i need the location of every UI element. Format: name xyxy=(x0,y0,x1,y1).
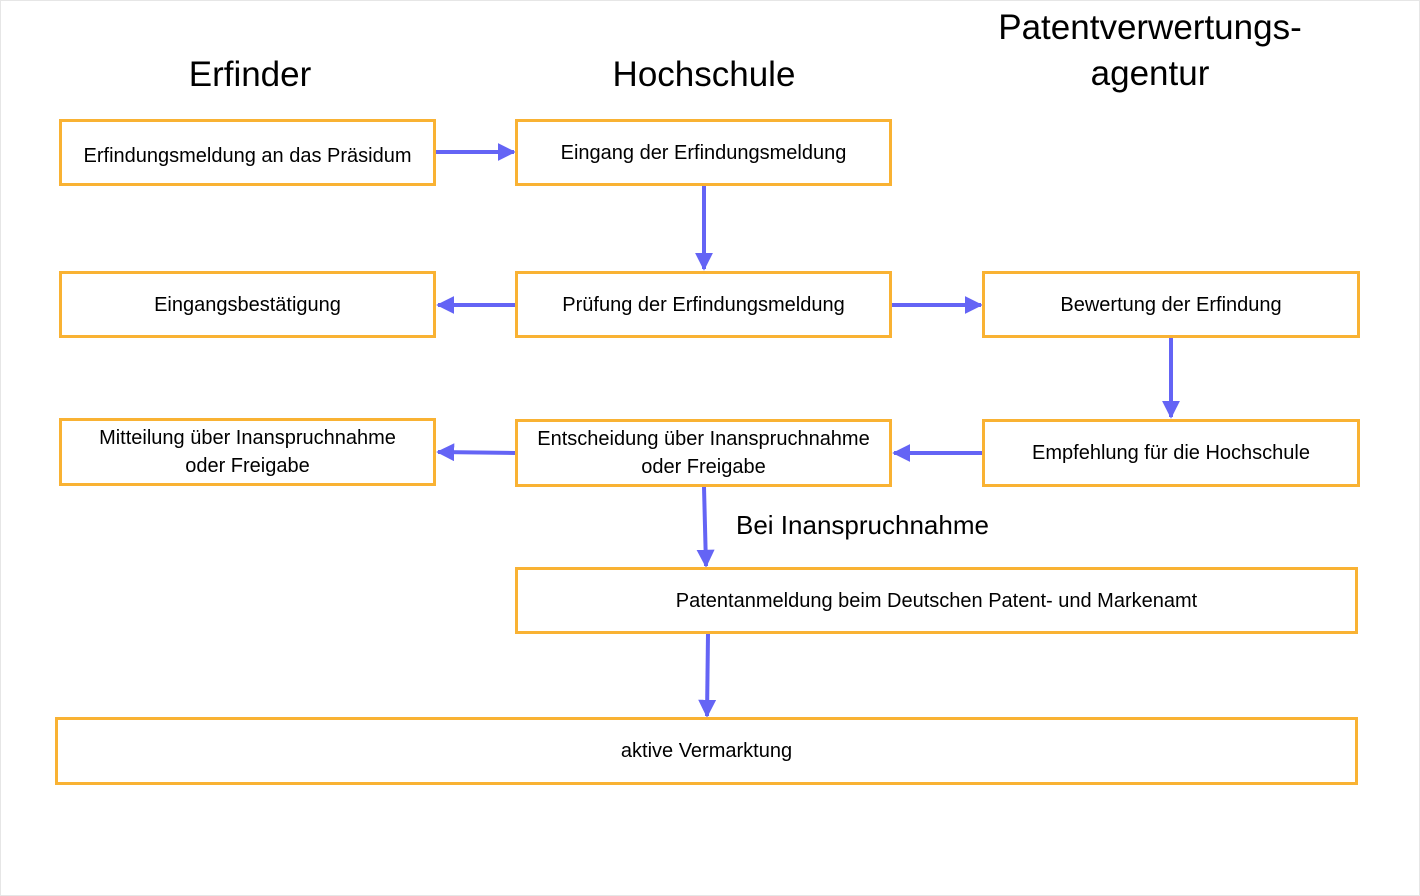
box-eingang-label: Eingang der Erfindungsmeldung xyxy=(560,141,847,164)
box-vermarktung: aktive Vermarktung xyxy=(55,717,1358,785)
box-pruefung: Prüfung der Erfindungsmeldung xyxy=(515,271,892,338)
box-empfehlung: Empfehlung für die Hochschule xyxy=(982,419,1360,487)
header-agentur-line1: Patentverwertungs- xyxy=(998,8,1302,47)
header-erfinder: Erfinder xyxy=(188,55,312,94)
arrow-patentanmeldung-to-vermarktung xyxy=(698,633,717,718)
box-bewertung: Bewertung der Erfindung xyxy=(982,271,1360,338)
box-eingang: Eingang der Erfindungsmeldung xyxy=(515,119,892,186)
box-erfindungsmeldung-label: Erfindungsmeldung an das Präsidum xyxy=(83,144,412,167)
header-hochschule: Hochschule xyxy=(612,55,796,94)
box-entscheidung-text: Entscheidung über Inanspruchnahme oder F… xyxy=(537,425,869,481)
box-vermarktung-label: aktive Vermarktung xyxy=(620,740,793,762)
box-pruefung-label: Prüfung der Erfindungsmeldung xyxy=(562,293,845,316)
box-bewertung-label: Bewertung der Erfindung xyxy=(1060,293,1282,316)
box-entscheidung-line1: Entscheidung über Inanspruchnahme xyxy=(537,428,870,450)
label-bei-inanspruchnahme: Bei Inanspruchnahme xyxy=(736,510,989,540)
arrow-entscheidung-to-mitteilung xyxy=(436,443,516,462)
box-mitteilung-text: Mitteilung über Inanspruchnahme oder Fre… xyxy=(99,424,396,480)
box-entscheidung-line2: oder Freigabe xyxy=(641,456,766,478)
box-entscheidung: Entscheidung über Inanspruchnahme oder F… xyxy=(515,419,892,487)
box-eingangsbestaetigung-label: Eingangsbestätigung xyxy=(154,293,341,316)
box-erfindungsmeldung: Erfindungsmeldung an das Präsidum xyxy=(59,119,436,186)
header-agentur-line2: agentur xyxy=(1090,54,1210,93)
box-patentanmeldung: Patentanmeldung beim Deutschen Patent- u… xyxy=(515,567,1358,634)
header-patentverwertungsagentur: Patentverwertungs- agentur xyxy=(950,5,1350,97)
box-mitteilung-line1: Mitteilung über Inanspruchnahme xyxy=(99,427,396,449)
box-empfehlung-label: Empfehlung für die Hochschule xyxy=(1032,442,1310,464)
box-mitteilung-line2: oder Freigabe xyxy=(185,455,310,477)
box-patentanmeldung-label: Patentanmeldung beim Deutschen Patent- u… xyxy=(675,589,1198,612)
box-eingangsbestaetigung: Eingangsbestätigung xyxy=(59,271,436,338)
arrow-entscheidung-to-patentanmeldung xyxy=(696,486,715,568)
box-mitteilung: Mitteilung über Inanspruchnahme oder Fre… xyxy=(59,418,436,486)
